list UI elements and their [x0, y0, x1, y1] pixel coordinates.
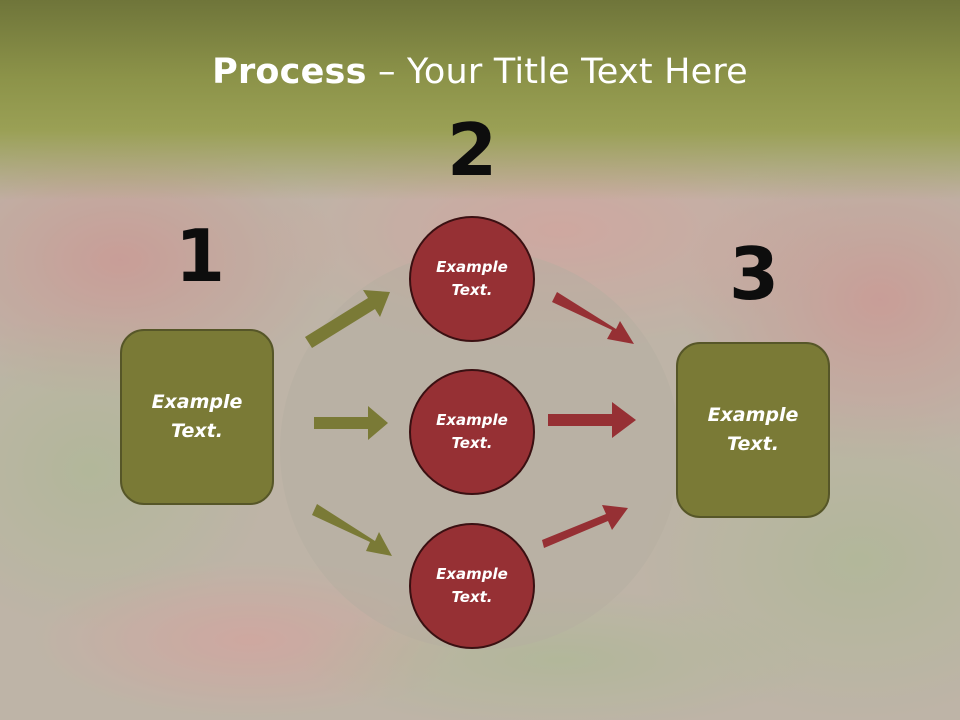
- arrow-left-to-bottom: [312, 504, 392, 556]
- circle-top: Example Text.: [409, 216, 535, 342]
- title-bold: Process: [212, 52, 367, 92]
- arrow-top-to-right: [552, 292, 634, 344]
- circle-bottom-label: Example Text.: [436, 565, 508, 606]
- arrow-left-to-middle: [314, 406, 388, 440]
- title-rest: – Your Title Text Here: [366, 52, 748, 92]
- left-box-label: Example Text.: [151, 391, 243, 442]
- right-process-box: Example Text.: [676, 342, 830, 518]
- circle-top-label: Example Text.: [436, 258, 508, 299]
- step-number-3: 3: [728, 232, 780, 316]
- step-number-1: 1: [174, 214, 226, 298]
- green-arrows: [305, 290, 392, 556]
- step-number-2: 2: [446, 108, 498, 192]
- arrow-left-to-top: [305, 290, 390, 348]
- arrow-middle-to-right: [548, 402, 636, 438]
- circle-middle-label: Example Text.: [436, 411, 508, 452]
- red-arrows: [542, 292, 636, 548]
- right-box-label: Example Text.: [707, 404, 799, 455]
- circle-middle: Example Text.: [409, 369, 535, 495]
- circle-bottom: Example Text.: [409, 523, 535, 649]
- arrow-bottom-to-right: [542, 505, 628, 548]
- slide-title: Process – Your Title Text Here: [0, 52, 960, 92]
- left-process-box: Example Text.: [120, 329, 274, 505]
